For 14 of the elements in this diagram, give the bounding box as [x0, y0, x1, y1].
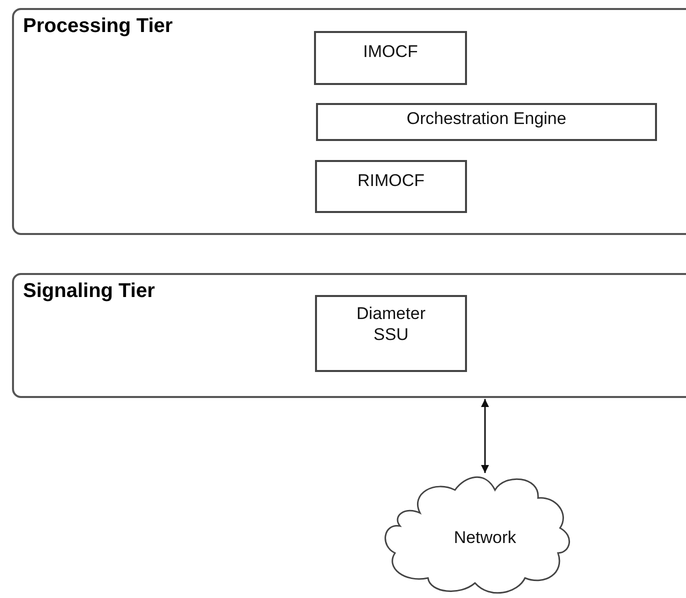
tier-title: Processing Tier: [23, 15, 173, 38]
box-label: RIMOCF: [357, 170, 425, 192]
tier-panel: [12, 273, 686, 398]
tier-title: Signaling Tier: [23, 280, 155, 303]
component-box: [316, 103, 657, 141]
box-label: Diameter SSU: [356, 303, 426, 346]
tier-panel: [12, 8, 686, 235]
component-box: [315, 160, 467, 213]
box-label: IMOCF: [363, 41, 418, 62]
component-box: [314, 31, 467, 85]
component-box: [315, 295, 467, 372]
cloud-label: Network: [454, 528, 516, 548]
double-arrow: [481, 399, 489, 473]
box-label: Orchestration Engine: [406, 109, 566, 130]
